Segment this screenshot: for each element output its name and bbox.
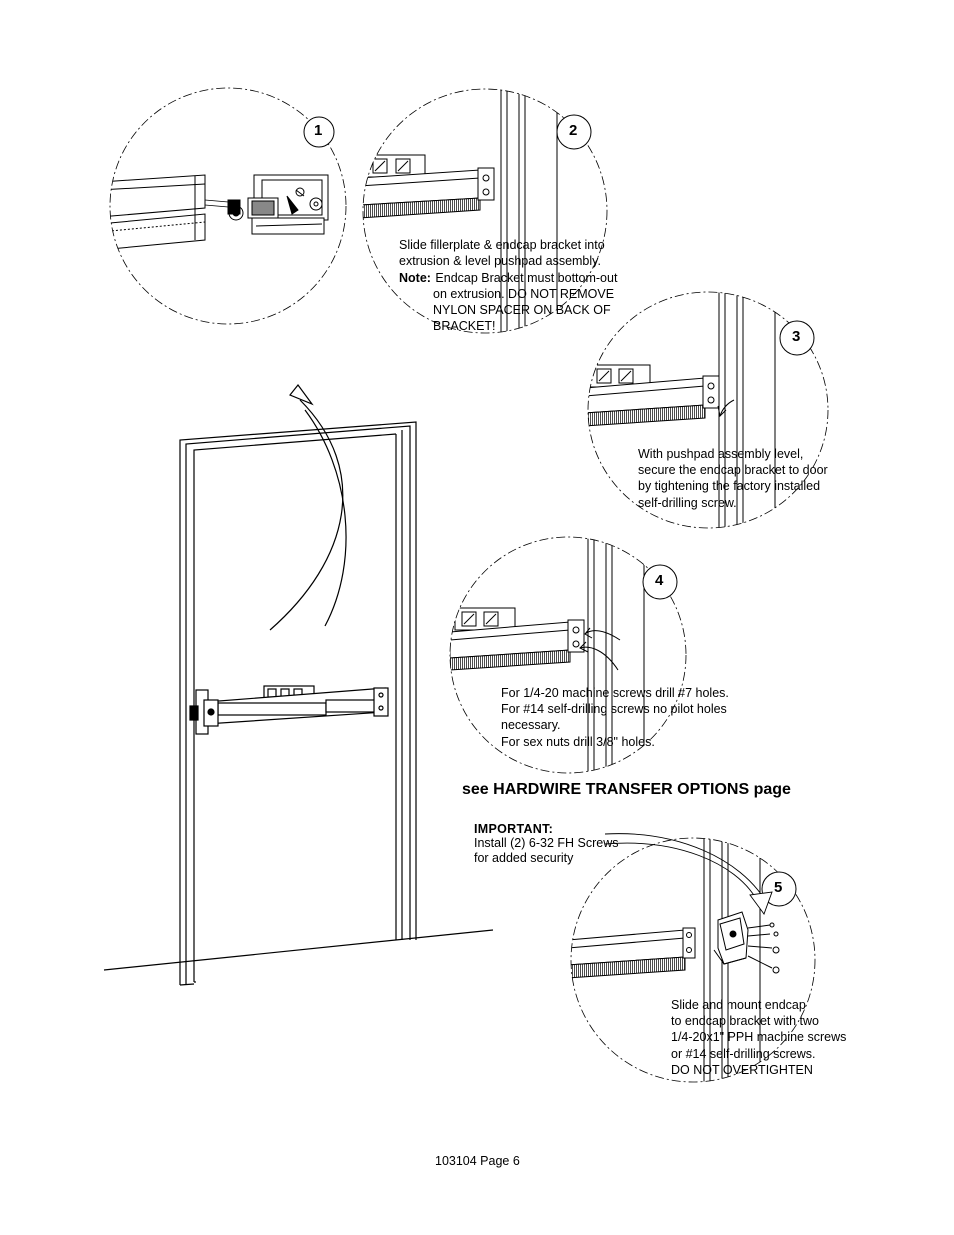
step-3-number: 3 — [792, 328, 801, 345]
door-illustration — [103, 384, 494, 986]
step-3-line: With pushpad assembly level, — [638, 447, 804, 461]
step-4-line: For sex nuts drill 3/8" holes. — [501, 734, 655, 749]
step-5-instructions: Slide and mount endcap to endcap bracket… — [671, 997, 846, 1078]
detail-circle-2 — [363, 89, 558, 333]
step-2-note-line: BRACKET! — [433, 319, 496, 333]
step-3-line: self-drilling screw. — [638, 495, 737, 510]
step-4-line: For #14 self-drilling screws no pilot ho… — [501, 702, 727, 717]
step-4-line: For 1/4-20 machine screws drill #7 holes… — [501, 686, 729, 700]
hardwire-transfer-note: see HARDWIRE TRANSFER OPTIONS page — [462, 781, 791, 798]
step-5-line: Slide and mount endcap — [671, 998, 806, 1012]
detail-circle-5 — [571, 838, 780, 1082]
step-4-instructions: For 1/4-20 machine screws drill #7 holes… — [501, 685, 729, 750]
step-1-badge — [303, 116, 335, 148]
step-3-line: by tightening the factory installed — [638, 479, 821, 494]
detail-circle-4 — [450, 537, 645, 773]
step-1-number: 1 — [314, 122, 323, 139]
step-5-line: 1/4-20x1" PPH machine screws — [671, 1030, 847, 1045]
important-line: Install (2) 6-32 FH Screws — [474, 836, 619, 850]
step-5-line: or #14 self-drilling screws. — [671, 1046, 816, 1061]
step-3-line: secure the endcap bracket to door — [638, 463, 828, 478]
detail-circle-3 — [588, 292, 776, 528]
step-2-note-line: on extrusion. DO NOT REMOVE — [433, 286, 615, 301]
step-5-number: 5 — [774, 879, 783, 896]
important-arrow — [604, 833, 773, 915]
step-5-line: to endcap bracket with two — [671, 1014, 819, 1029]
step-2-note-line: Endcap Bracket must bottom-out — [435, 271, 618, 286]
step-3-instructions: With pushpad assembly level, secure the … — [638, 446, 828, 511]
step-2-line: Slide fillerplate & endcap bracket into — [399, 238, 605, 252]
step-4-badge — [642, 564, 678, 600]
step-2-note-label: Note: — [399, 271, 431, 286]
step-2-note-line: NYLON SPACER ON BACK OF — [433, 302, 611, 317]
page-footer: 103104 Page 6 — [435, 1154, 520, 1168]
important-callout: IMPORTANT: Install (2) 6-32 FH Screws fo… — [474, 822, 618, 865]
step-2-badge — [556, 114, 592, 150]
step-2-line: extrusion & level pushpad assembly. — [399, 254, 601, 269]
step-4-number: 4 — [655, 572, 664, 589]
detail-circle-1 — [110, 174, 329, 251]
important-line: for added security — [474, 850, 574, 865]
step-3-badge — [779, 320, 815, 356]
step-2-number: 2 — [569, 122, 578, 139]
important-label: IMPORTANT: — [474, 822, 554, 836]
step-5-badge — [761, 871, 797, 907]
step-5-line: DO NOT OVERTIGHTEN — [671, 1062, 813, 1077]
step-2-instructions: Slide fillerplate & endcap bracket into … — [399, 237, 617, 334]
step-4-line: necessary. — [501, 718, 561, 733]
